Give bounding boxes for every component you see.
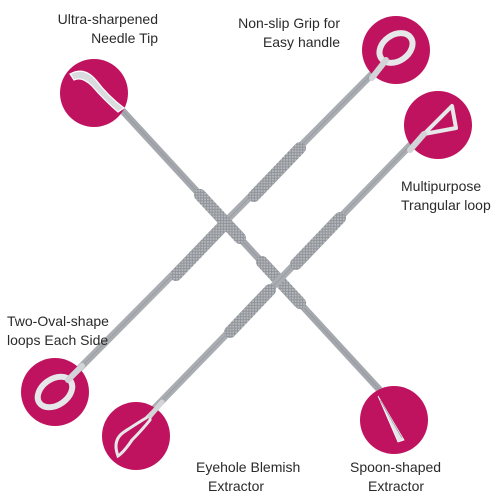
spoon-circle xyxy=(360,386,428,454)
label-oval-loops: Two-Oval-shape loops Each Side xyxy=(7,312,147,350)
tool-needle-spoon xyxy=(104,91,404,416)
knurled-grip-upper xyxy=(248,142,306,202)
knurled-grip-lower xyxy=(170,221,228,281)
triangle-circle xyxy=(404,91,472,159)
label-needle-tip: Ultra-sharpened Needle Tip xyxy=(0,10,158,48)
knurled-grip-right-lower xyxy=(224,284,276,338)
label-triangular-loop-line1: Multipurpose xyxy=(401,178,482,194)
grip-detail xyxy=(362,16,430,84)
knurled-grip-right xyxy=(290,212,346,270)
triangular-loop-detail xyxy=(404,91,472,159)
label-eyehole-line1: Eyehole Blemish xyxy=(196,459,301,475)
oval-loops-detail xyxy=(21,358,89,426)
label-oval-loops-line2: loops Each Side xyxy=(7,332,109,348)
needle-tip-detail xyxy=(60,59,128,127)
label-triangular-loop-line2: Trangular loop xyxy=(401,197,491,213)
knurled-grip-center-upper xyxy=(194,189,246,244)
needle-tip-circle xyxy=(60,59,128,127)
label-oval-loops-line1: Two-Oval-shape xyxy=(7,313,109,329)
oval-loop-icon xyxy=(376,30,416,66)
label-grip-line2: Easy handle xyxy=(262,34,340,50)
tool-triangle-eyehole xyxy=(144,126,429,419)
label-eyehole-line2: Extractor xyxy=(208,478,265,494)
label-needle-tip-line1: Ultra-sharpened xyxy=(57,11,158,27)
label-grip-line1: Non-slip Grip for xyxy=(238,15,340,31)
triangle-loop-icon xyxy=(422,104,458,136)
label-spoon-line1: Spoon-shaped xyxy=(350,459,442,475)
label-eyehole: Eyehole Blemish Extractor xyxy=(196,458,326,496)
label-grip: Non-slip Grip for Easy handle xyxy=(200,14,340,52)
label-spoon: Spoon-shaped Extractor xyxy=(350,458,470,496)
eyehole-detail xyxy=(102,399,170,470)
spoon-detail xyxy=(360,386,428,454)
label-triangular-loop: Multipurpose Trangular loop xyxy=(401,177,499,215)
needle-loop-icon xyxy=(69,70,126,113)
label-spoon-line2: Extractor xyxy=(368,478,425,494)
label-needle-tip-line2: Needle Tip xyxy=(91,30,158,46)
